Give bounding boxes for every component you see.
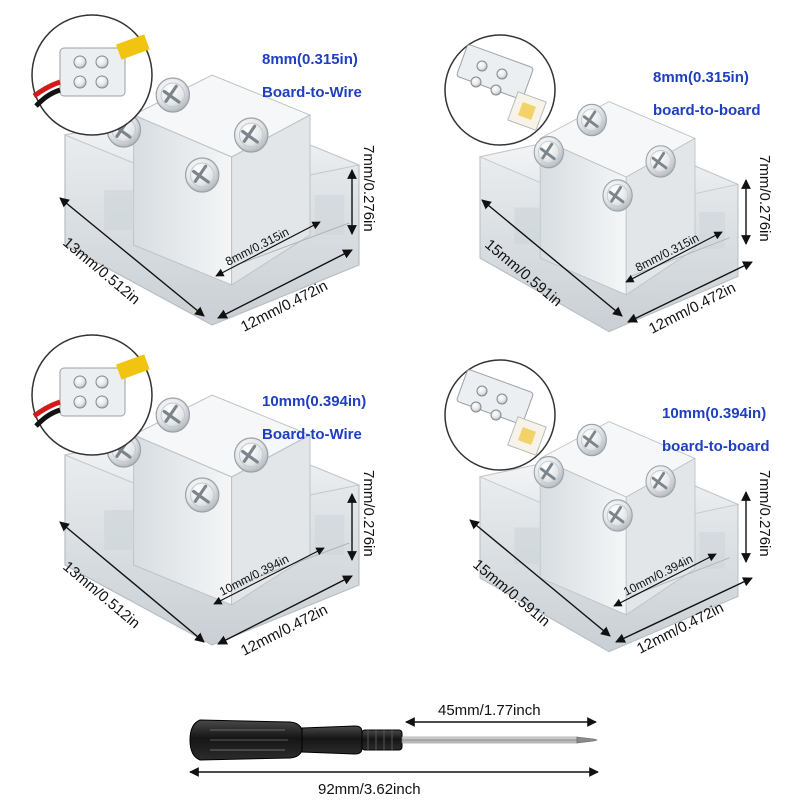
gap-dimension-line bbox=[215, 221, 321, 277]
height-label: 7mm/0.276in bbox=[360, 470, 377, 557]
width-dimension-line bbox=[217, 575, 353, 645]
screwdriver-shaft bbox=[401, 736, 598, 744]
shaft-length-label: 45mm/1.77inch bbox=[438, 702, 541, 719]
type-label: board-to-board bbox=[662, 438, 769, 455]
width-dimension-line bbox=[627, 261, 753, 323]
type-label: Board-to-Wire bbox=[262, 84, 362, 101]
inset-strip-connector bbox=[444, 359, 556, 471]
size-label: 10mm(0.394in) bbox=[662, 405, 766, 422]
length-dimension-line bbox=[59, 521, 205, 643]
type-label: board-to-board bbox=[653, 102, 760, 119]
connector-board-to-wire-10mm: 10mm(0.394in) Board-to-Wire 7mm/0.276in … bbox=[31, 334, 377, 660]
width-dimension-line bbox=[217, 249, 353, 319]
size-label: 10mm(0.394in) bbox=[262, 393, 366, 410]
size-label: 8mm(0.315in) bbox=[262, 51, 358, 68]
gap-dimension-line bbox=[213, 547, 325, 605]
height-label: 7mm/0.276in bbox=[756, 155, 773, 242]
screwdriver: 45mm/1.77inch 92mm/3.62inch bbox=[189, 702, 599, 798]
gap-dimension-line bbox=[613, 553, 717, 607]
gap-dimension-line bbox=[625, 231, 723, 283]
length-dimension-line bbox=[481, 199, 623, 317]
height-label: 7mm/0.276in bbox=[756, 470, 773, 557]
length-dimension-line bbox=[59, 197, 205, 317]
type-label: Board-to-Wire bbox=[262, 426, 362, 443]
width-dimension-line bbox=[615, 577, 753, 643]
screwdriver-handle bbox=[189, 719, 403, 761]
length-dimension-line bbox=[469, 519, 611, 637]
size-label: 8mm(0.315in) bbox=[653, 69, 749, 86]
connector-board-to-board-10mm: 10mm(0.394in) board-to-board 7mm/0.276in… bbox=[444, 359, 773, 658]
height-label: 7mm/0.276in bbox=[360, 145, 377, 232]
inset-wire-connector bbox=[31, 334, 153, 456]
inset-strip-connector bbox=[444, 34, 556, 146]
connector-board-to-wire-8mm: 8mm(0.315in) Board-to-Wire 7mm/0.276in 1… bbox=[31, 14, 377, 336]
inset-wire-connector bbox=[31, 14, 153, 136]
total-length-label: 92mm/3.62inch bbox=[318, 781, 421, 798]
connector-board-to-board-8mm: 8mm(0.315in) board-to-board 7mm/0.276in … bbox=[444, 34, 773, 338]
